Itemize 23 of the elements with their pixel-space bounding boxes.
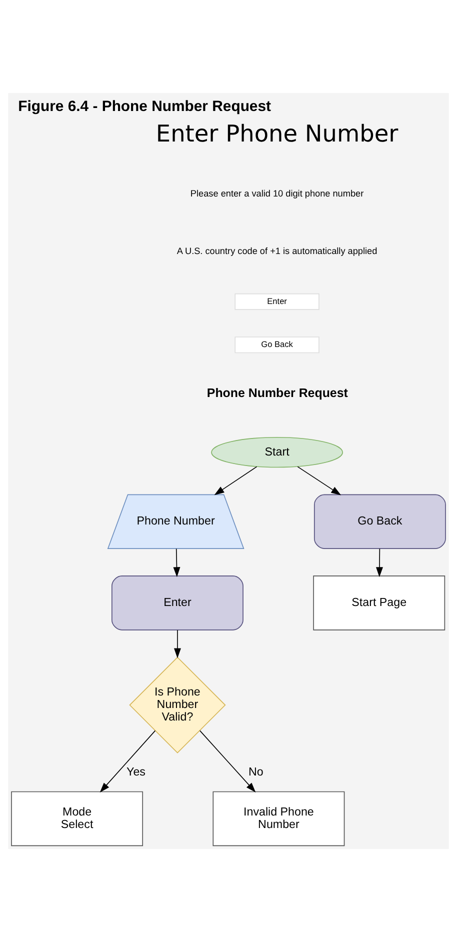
label: Go Back xyxy=(261,338,293,349)
node-box: Start Page xyxy=(313,576,446,630)
arrow xyxy=(173,548,180,578)
arrow xyxy=(100,730,156,792)
arrow xyxy=(376,548,383,578)
node-box: Go Back xyxy=(314,494,446,549)
label: Enter xyxy=(267,296,287,306)
label: Phone Number Request xyxy=(206,386,348,400)
node-box: Mode Select xyxy=(11,791,144,846)
arrow xyxy=(200,730,256,792)
node-box: Invalid Phone Number xyxy=(212,791,345,846)
edge-label: Yes xyxy=(126,765,146,778)
arrow xyxy=(214,466,258,496)
edge-label: No xyxy=(248,765,264,778)
diagram-title: Figure 6.4 - Phone Number Request xyxy=(18,98,272,115)
node-box: Enter xyxy=(112,576,244,630)
label: A U.S. country code of +1 is automatically applied xyxy=(176,246,378,256)
node-diamond: Is Phone Number Valid? xyxy=(129,656,226,754)
arrow xyxy=(297,466,342,496)
label: Enter Phone Number xyxy=(156,120,398,148)
label: Please enter a valid 10 digit phone number xyxy=(190,188,364,199)
arrow xyxy=(174,630,181,658)
node-ellipse: Start xyxy=(211,436,344,468)
